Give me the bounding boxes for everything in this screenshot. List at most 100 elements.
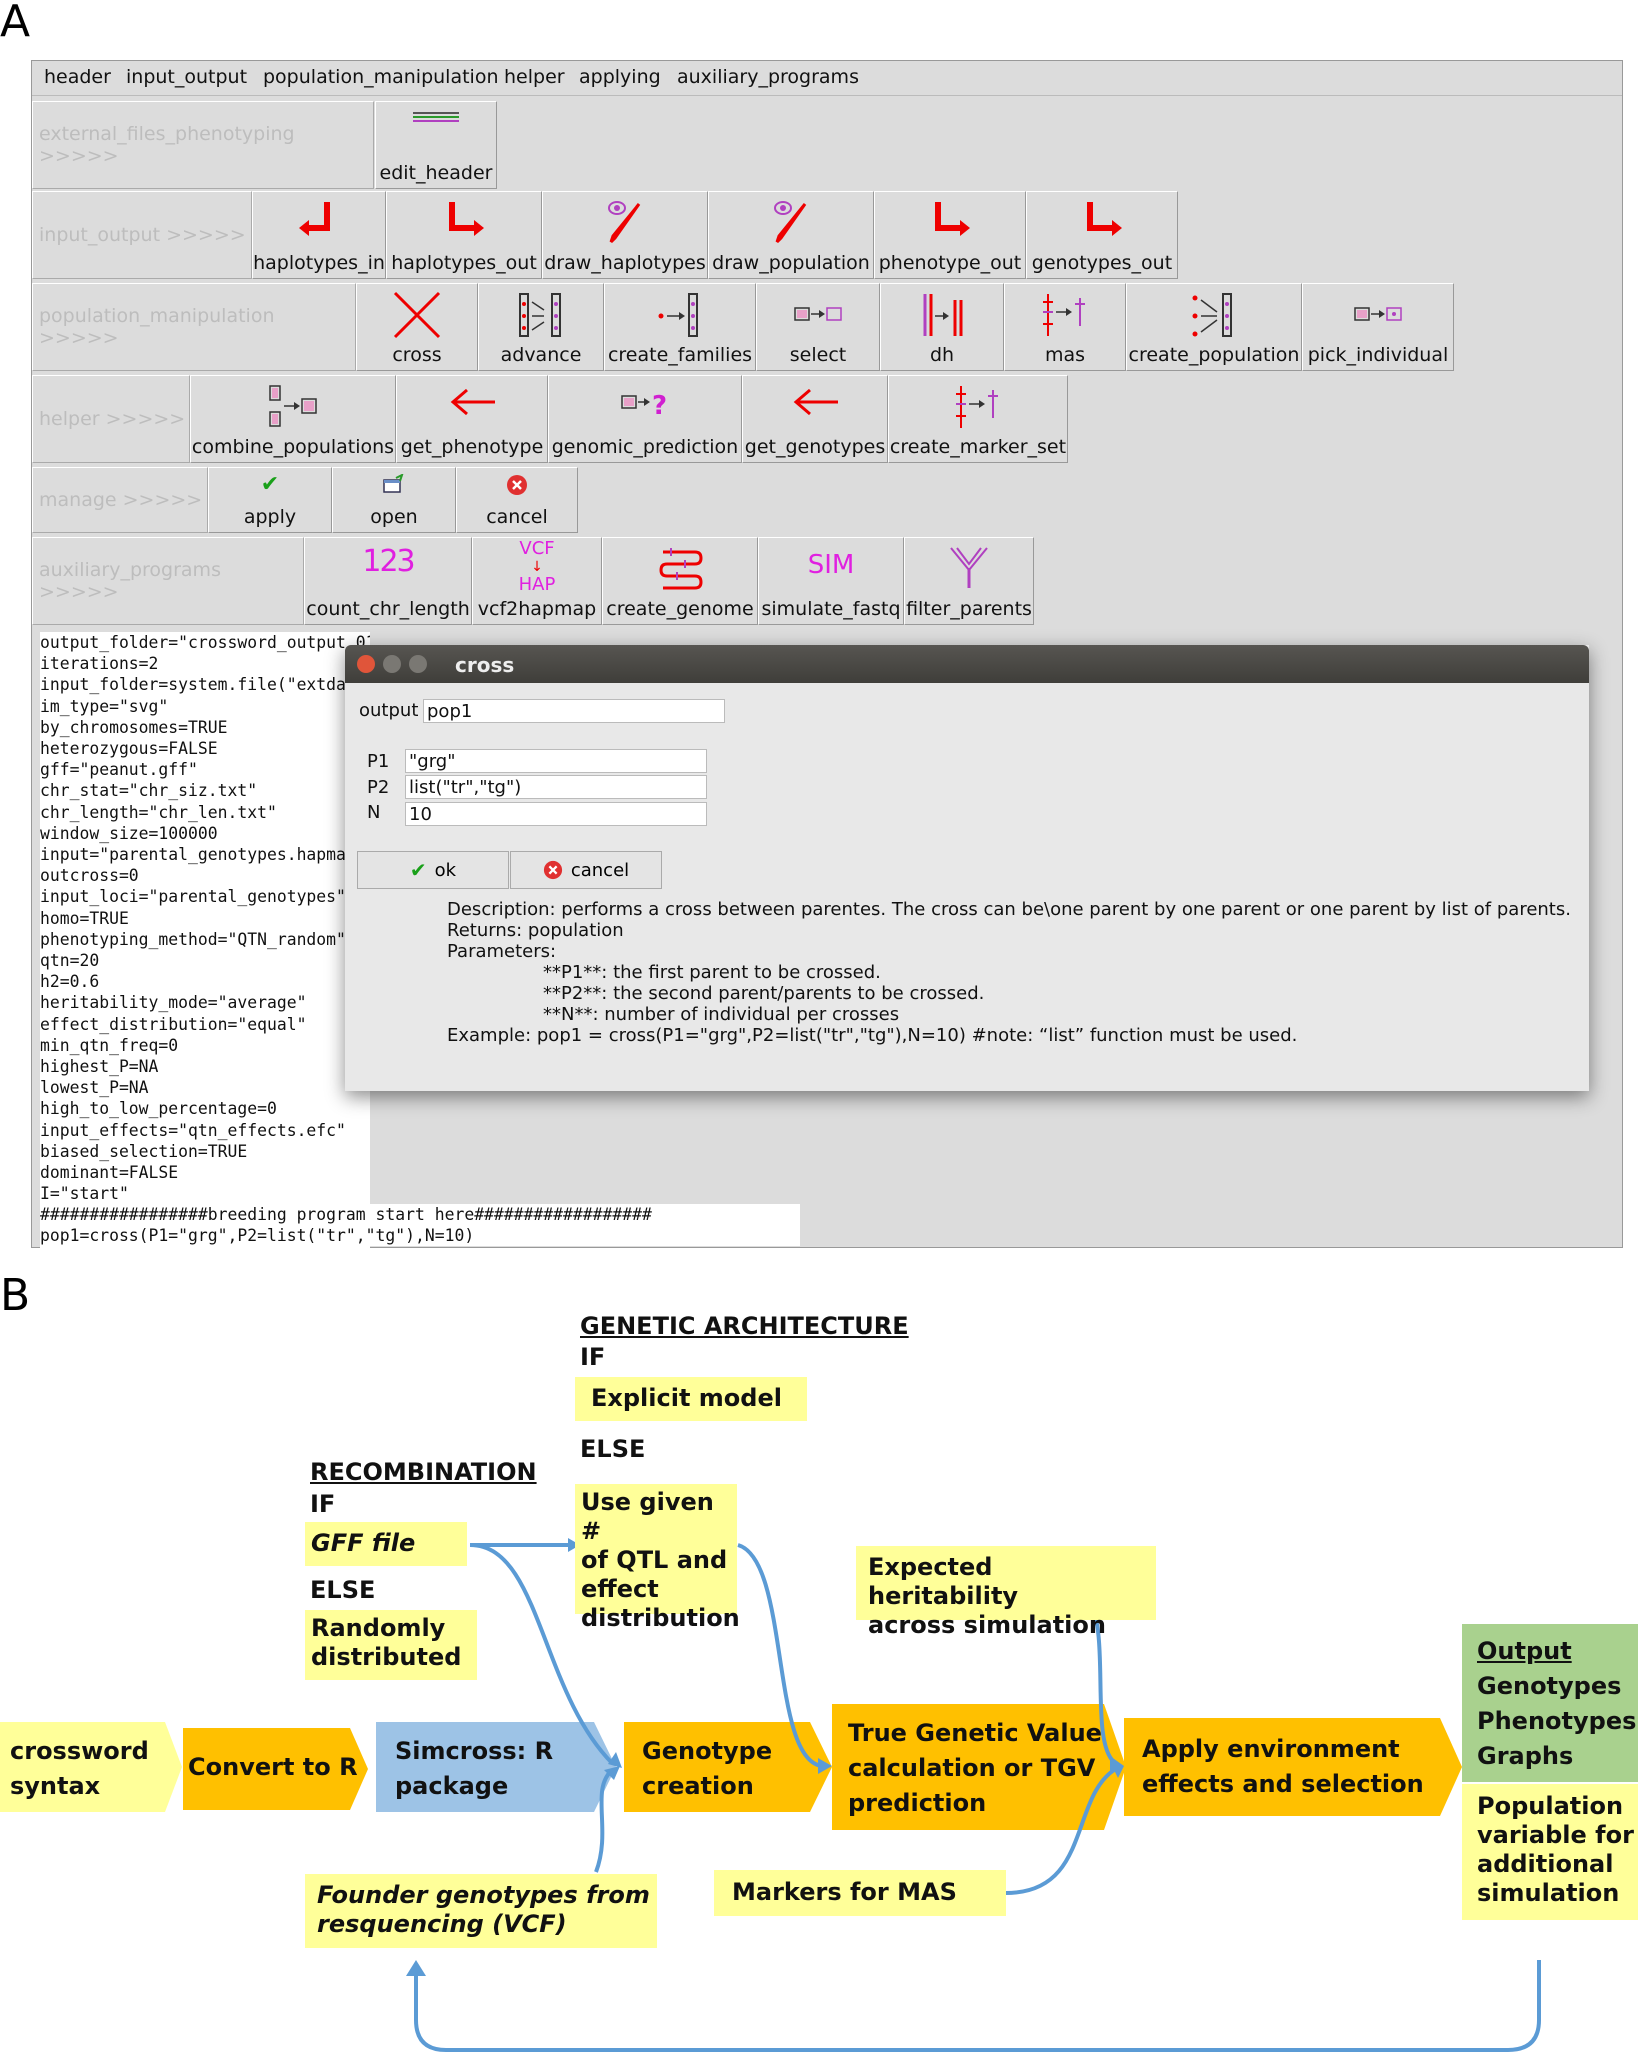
row-label-input-output: input_output >>>>>	[32, 191, 252, 279]
maximize-window-icon[interactable]	[409, 655, 427, 673]
apply-line-1: Apply environment	[1142, 1735, 1400, 1763]
row-label-population-manipulation: population_manipulation >>>>>	[32, 283, 356, 371]
cancel-button[interactable]: cancel	[456, 467, 578, 533]
checkmark-icon: ✔	[409, 858, 427, 882]
code-line: qtn=20	[40, 951, 100, 971]
qtl-line-4: distribution	[581, 1604, 740, 1632]
crossword-syntax-text: crossword syntax	[10, 1734, 149, 1804]
mas-button[interactable]: mas	[1004, 283, 1126, 371]
create-genome-label: create_genome	[606, 598, 754, 620]
select-button[interactable]: select	[756, 283, 880, 371]
cross-button[interactable]: cross	[356, 283, 478, 371]
dialog-title: cross	[455, 653, 515, 677]
open-button[interactable]: open	[332, 467, 456, 533]
create-families-icon	[658, 293, 698, 337]
loop-back-arrow	[414, 1960, 1541, 2052]
arrowhead	[608, 1752, 622, 1768]
haplotypes-in-button[interactable]: haplotypes_in	[252, 191, 386, 279]
haplotypes-in-label: haplotypes_in	[253, 252, 385, 274]
combine-populations-label: combine_populations	[191, 436, 395, 458]
filter-parents-button[interactable]: filter_parents	[904, 537, 1034, 625]
haplotypes-out-label: haplotypes_out	[391, 252, 537, 274]
code-line: I="start"	[40, 1184, 129, 1204]
tgv-line-1: True Genetic Value	[848, 1719, 1102, 1747]
menubar: header input_output population_manipulat…	[32, 61, 1622, 96]
apply-button[interactable]: ✔ apply	[208, 467, 332, 533]
close-window-icon[interactable]	[357, 655, 375, 673]
row-label-manage: manage >>>>>	[32, 467, 208, 533]
pick-individual-button[interactable]: pick_individual	[1302, 283, 1454, 371]
menu-applying[interactable]: applying	[579, 66, 661, 88]
marker-set-icon	[956, 386, 998, 428]
create-marker-set-label: create_marker_set	[889, 436, 1067, 458]
arrowhead	[818, 1758, 832, 1774]
markers-to-apply-arrow	[1005, 1768, 1116, 1895]
haplotypes-out-button[interactable]: haplotypes_out	[386, 191, 542, 279]
minimize-window-icon[interactable]	[383, 655, 401, 673]
qtl-line-2: of QTL and	[581, 1546, 728, 1574]
create-families-button[interactable]: create_families	[604, 283, 756, 371]
dh-label: dh	[929, 344, 955, 366]
get-genotypes-label: get_genotypes	[744, 436, 886, 458]
menu-helper[interactable]: helper	[504, 66, 565, 88]
crossword-line-1: crossword	[10, 1737, 149, 1765]
cancel-x-circle-icon	[507, 475, 527, 495]
n-label: N	[367, 802, 381, 823]
tgv-text: True Genetic Value calculation or TGV pr…	[848, 1716, 1102, 1821]
phenotype-out-button[interactable]: phenotype_out	[874, 191, 1026, 279]
menu-auxiliary-programs[interactable]: auxiliary_programs	[677, 66, 859, 88]
p1-field[interactable]: "grg"	[405, 749, 707, 773]
draw-population-button[interactable]: draw_population	[708, 191, 874, 279]
random-line-1: Randomly	[311, 1614, 446, 1642]
edit-header-icon	[413, 112, 459, 122]
ok-label: ok	[434, 859, 457, 881]
row-label-helper: helper >>>>>	[32, 375, 190, 463]
code-line: phenotyping_method="QTN_random"	[40, 929, 346, 949]
output-text: Output Genotypes Phenotypes Graphs	[1477, 1634, 1636, 1774]
cross-dialog: cross output pop1 P1 "grg" P2 list("tr",…	[345, 645, 1589, 1091]
get-genotypes-button[interactable]: get_genotypes	[742, 375, 888, 463]
arrowhead	[568, 1538, 580, 1552]
get-phenotype-button[interactable]: get_phenotype	[396, 375, 548, 463]
genotypes-out-button[interactable]: genotypes_out	[1026, 191, 1178, 279]
vcf2hapmap-button[interactable]: VCF ↓ HAP vcf2hapmap	[472, 537, 602, 625]
open-file-icon	[383, 474, 404, 493]
p2-field[interactable]: list("tr","tg")	[405, 775, 707, 799]
genomic-prediction-button[interactable]: ? genomic_prediction	[548, 375, 742, 463]
tgv-line-2: calculation or TGV	[848, 1754, 1096, 1782]
menu-population-manipulation[interactable]: population_manipulation	[263, 66, 499, 88]
qtl-to-tgv-arrow	[737, 1543, 823, 1768]
draw-haplotypes-button[interactable]: draw_haplotypes	[542, 191, 708, 279]
crossword-syntax-chevron	[0, 1722, 182, 1812]
edit-header-button[interactable]: edit_header	[375, 101, 497, 189]
code-editor[interactable]: output_folder="crossword_output_01"itera…	[40, 632, 370, 1248]
select-icon	[794, 307, 842, 321]
export-arrow-icon	[1087, 202, 1122, 236]
simulate-fastq-button[interactable]: SIM simulate_fastq	[758, 537, 904, 625]
p2-label: P2	[367, 777, 390, 798]
menu-input-output[interactable]: input_output	[126, 66, 248, 88]
menu-header[interactable]: header	[44, 66, 111, 88]
output-line-3: Graphs	[1477, 1742, 1574, 1770]
advance-button[interactable]: advance	[478, 283, 604, 371]
code-line: input="parental_genotypes.hapmap"	[40, 845, 366, 865]
import-arrow-icon	[299, 202, 330, 236]
dialog-cancel-button[interactable]: cancel	[510, 851, 662, 889]
dh-button[interactable]: dh	[880, 283, 1004, 371]
n-field[interactable]: 10	[405, 802, 707, 826]
sim-icon: SIM	[807, 550, 855, 580]
count-chr-length-label: count_chr_length	[306, 598, 470, 620]
combine-populations-button[interactable]: combine_populations	[190, 375, 396, 463]
create-marker-set-button[interactable]: create_marker_set	[888, 375, 1068, 463]
create-population-button[interactable]: create_population	[1126, 283, 1302, 371]
output-title: Output	[1477, 1637, 1572, 1665]
output-field[interactable]: pop1	[423, 699, 725, 723]
count-chr-length-button[interactable]: 123 count_chr_length	[304, 537, 472, 625]
create-genome-button[interactable]: create_genome	[602, 537, 758, 625]
heritability-line-2: across simulation	[868, 1611, 1106, 1639]
gff-file-box: GFF file	[305, 1522, 467, 1566]
returns-text: Returns: population	[447, 920, 624, 941]
example-text: Example: pop1 = cross(P1="grg",P2=list("…	[447, 1025, 1298, 1046]
ok-button[interactable]: ✔ ok	[357, 851, 509, 889]
